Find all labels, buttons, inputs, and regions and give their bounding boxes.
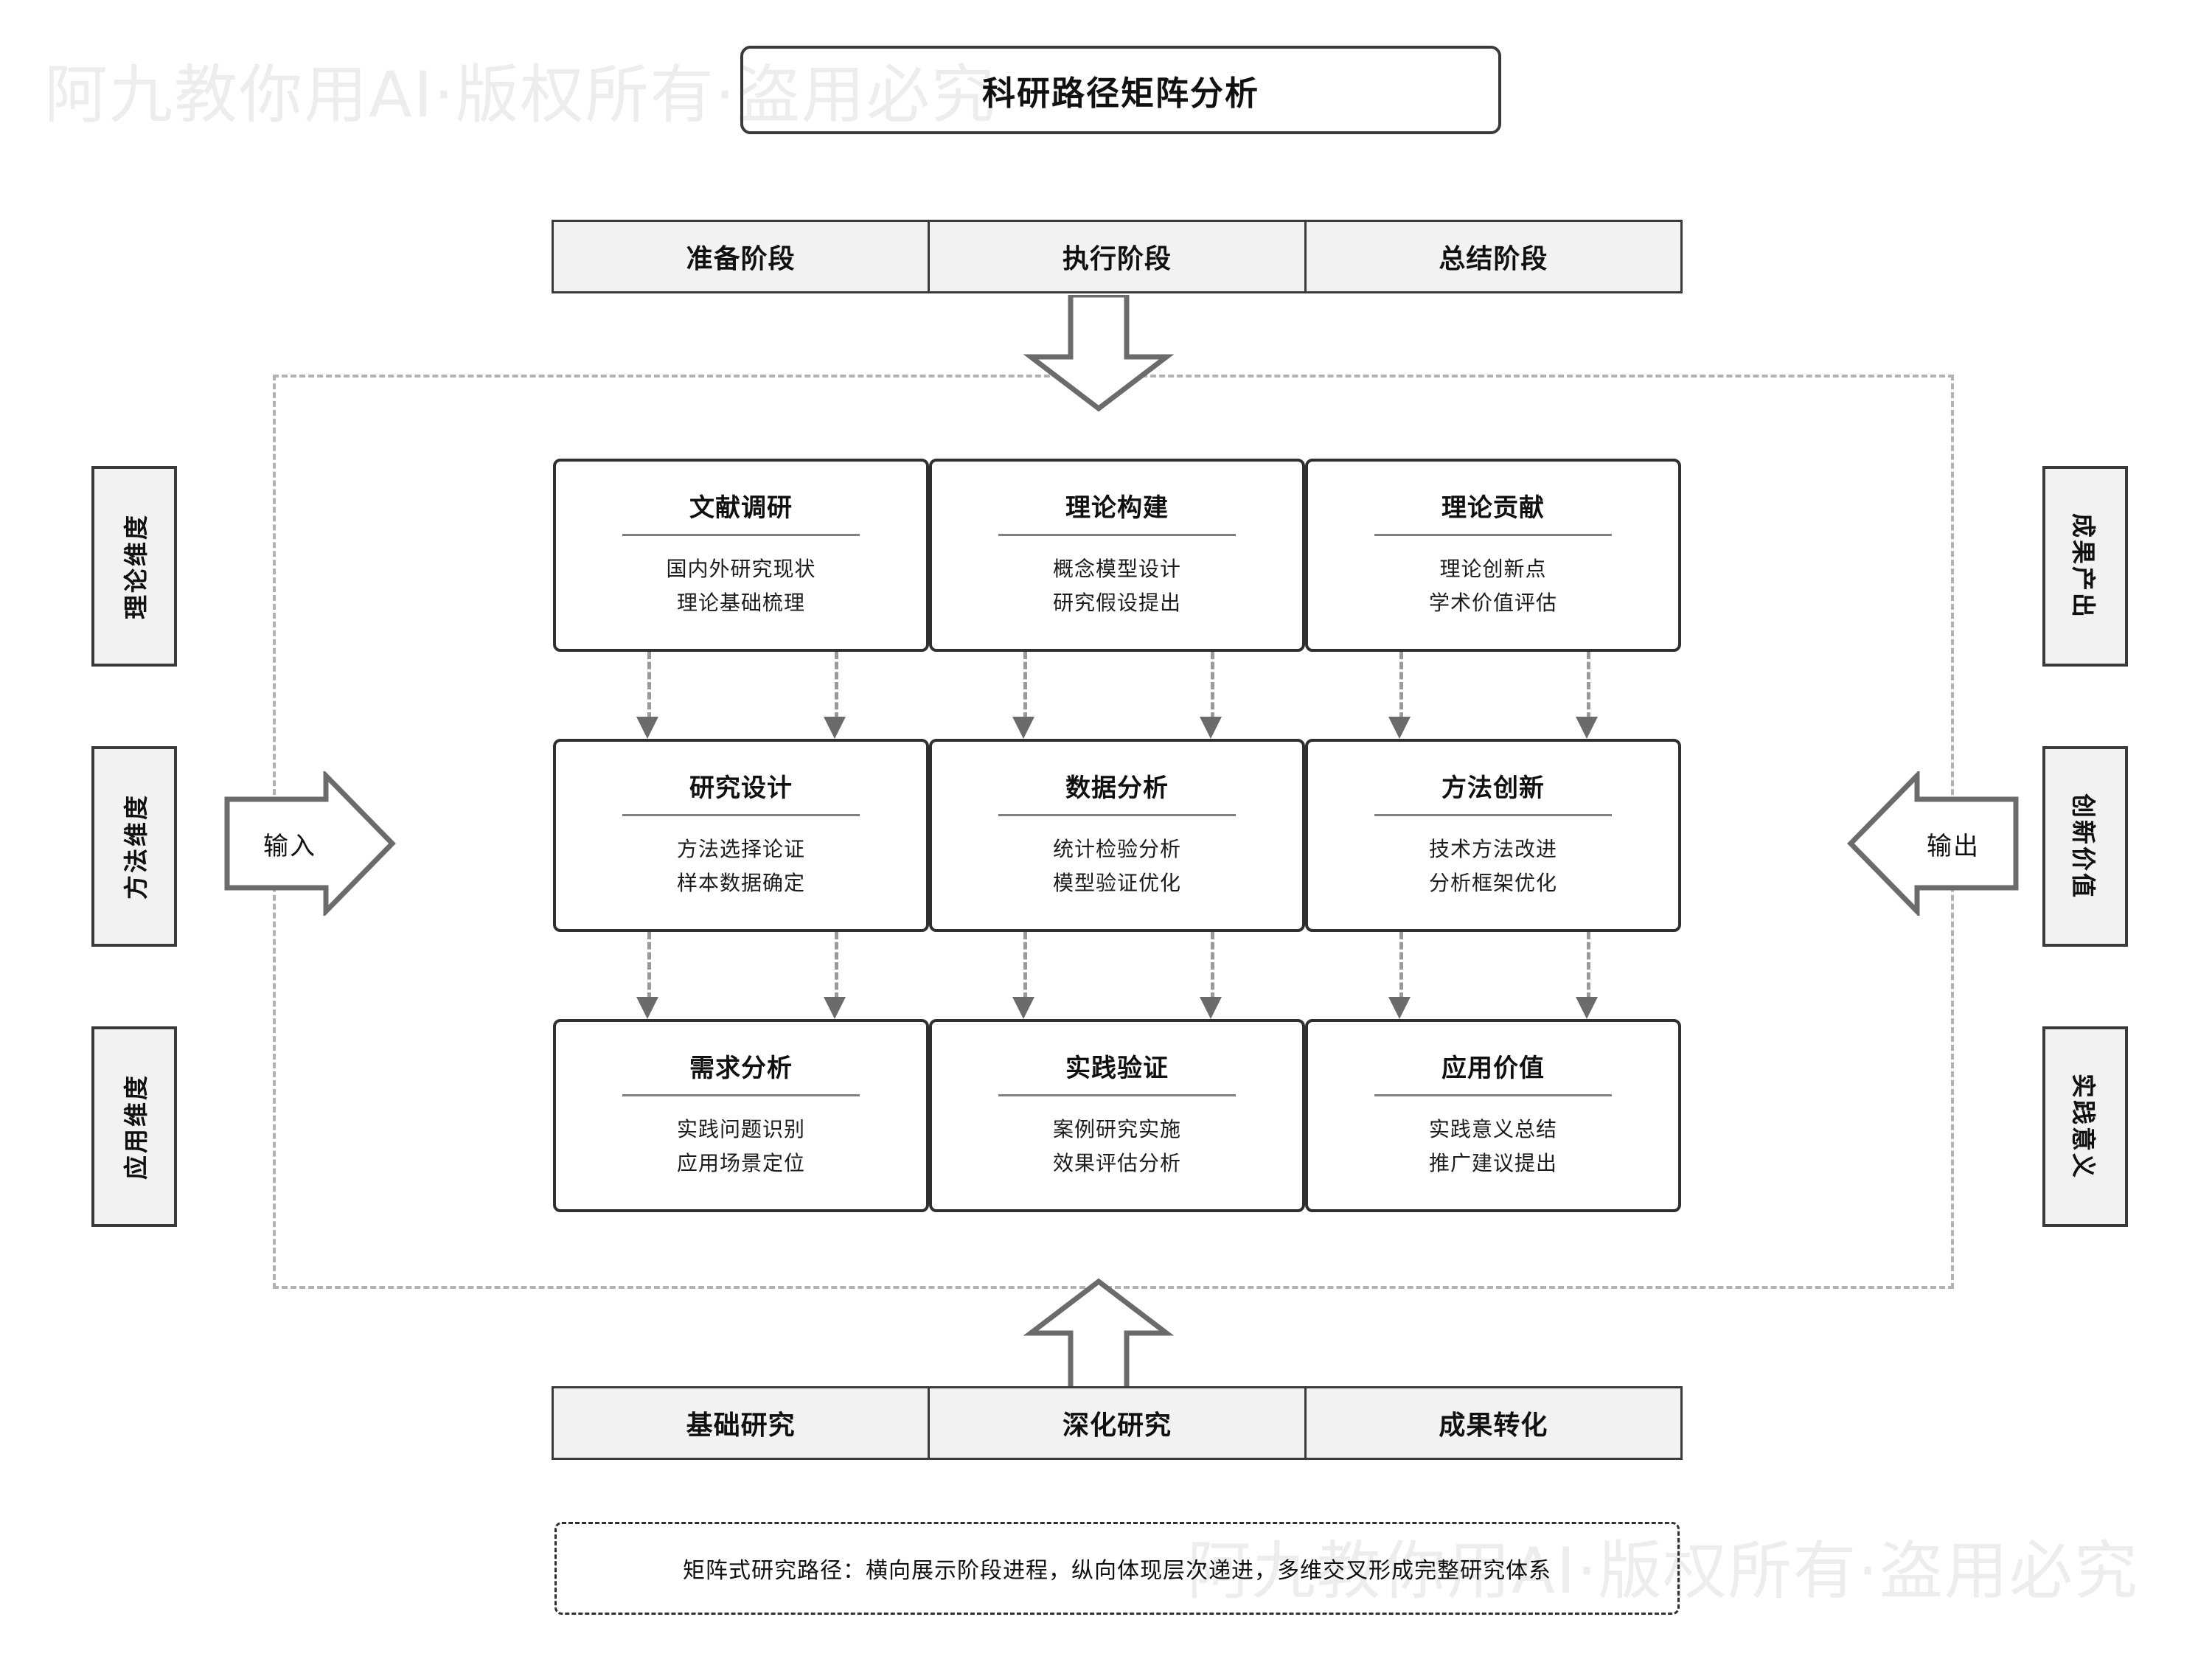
matrix-cell-practice-verification[interactable]: 实践验证 案例研究实施 效果评估分析 <box>929 1019 1305 1212</box>
cell-title: 应用价值 <box>1441 1054 1545 1083</box>
cell-title: 理论贡献 <box>1441 493 1545 523</box>
footer-note-text: 矩阵式研究路径：横向展示阶段进程，纵向体现层次递进，多维交叉形成完整研究体系 <box>683 1558 1551 1584</box>
cell-line: 模型验证优化 <box>1052 871 1181 895</box>
outcome-label-output-text: 成果产出 <box>2069 513 2098 619</box>
cell-divider <box>998 534 1236 536</box>
cell-line: 研究假设提出 <box>1052 591 1181 615</box>
matrix-cell-research-design[interactable]: 研究设计 方法选择论证 样本数据确定 <box>553 739 929 932</box>
cell-divider <box>622 814 860 816</box>
cell-line: 技术方法改进 <box>1428 837 1557 861</box>
cell-line: 概念模型设计 <box>1052 557 1181 581</box>
cell-line: 理论创新点 <box>1439 557 1547 581</box>
cell-title: 数据分析 <box>1065 773 1169 803</box>
input-arrow: 输入 <box>223 771 397 916</box>
cell-line: 学术价值评估 <box>1428 591 1557 615</box>
output-arrow: 输出 <box>1846 771 2020 916</box>
cell-line: 方法选择论证 <box>676 837 805 861</box>
cell-title: 方法创新 <box>1441 773 1545 803</box>
row-connectors-method-to-application <box>553 932 1681 1019</box>
cell-line: 统计检验分析 <box>1052 837 1181 861</box>
matrix-cell-application-value[interactable]: 应用价值 实践意义总结 推广建议提出 <box>1305 1019 1681 1212</box>
output-arrow-label: 输出 <box>1927 831 1980 861</box>
cell-line: 效果评估分析 <box>1052 1151 1181 1175</box>
outcome-label-innovation-text: 创新价值 <box>2069 793 2098 900</box>
matrix-row-theory: 文献调研 国内外研究现状 理论基础梳理 理论构建 概念模型设计 研究假设提出 理… <box>553 459 1681 652</box>
stage-cell-basic-research[interactable]: 基础研究 <box>554 1388 931 1458</box>
matrix-cell-literature-review[interactable]: 文献调研 国内外研究现状 理论基础梳理 <box>553 459 929 652</box>
cell-title: 研究设计 <box>689 773 793 803</box>
cell-divider <box>622 1094 860 1096</box>
cell-line: 样本数据确定 <box>676 871 805 895</box>
cell-title: 文献调研 <box>689 493 793 523</box>
cell-divider <box>998 1094 1236 1096</box>
cell-title: 需求分析 <box>689 1054 793 1083</box>
matrix-row-method: 研究设计 方法选择论证 样本数据确定 数据分析 统计检验分析 模型验证优化 方法… <box>553 739 1681 932</box>
phase-bar-top: 准备阶段 执行阶段 总结阶段 <box>552 220 1683 293</box>
outcome-label-innovation: 创新价值 <box>2042 746 2128 947</box>
diagram-title-box: 科研路径矩阵分析 <box>740 46 1501 134</box>
cell-line: 理论基础梳理 <box>676 591 805 615</box>
down-arrow-icon <box>1022 295 1175 413</box>
matrix-grid: 文献调研 国内外研究现状 理论基础梳理 理论构建 概念模型设计 研究假设提出 理… <box>553 459 1681 1212</box>
dimension-label-application-text: 应用维度 <box>122 1074 150 1180</box>
dimension-label-method-text: 方法维度 <box>122 793 150 900</box>
up-arrow-icon <box>1022 1277 1175 1395</box>
phase-cell-prepare[interactable]: 准备阶段 <box>554 222 931 291</box>
cell-line: 国内外研究现状 <box>666 557 816 581</box>
outcome-label-practice-text: 实践意义 <box>2069 1074 2098 1180</box>
dimension-label-theory-text: 理论维度 <box>122 513 150 619</box>
cell-line: 应用场景定位 <box>676 1151 805 1175</box>
footer-note-box: 矩阵式研究路径：横向展示阶段进程，纵向体现层次递进，多维交叉形成完整研究体系 <box>554 1522 1680 1615</box>
outcome-label-practice: 实践意义 <box>2042 1026 2128 1227</box>
row-connectors-theory-to-method <box>553 652 1681 739</box>
cell-line: 案例研究实施 <box>1052 1117 1181 1141</box>
cell-divider <box>622 534 860 536</box>
cell-line: 实践意义总结 <box>1428 1117 1557 1141</box>
cell-line: 实践问题识别 <box>676 1117 805 1141</box>
cell-divider <box>1374 814 1612 816</box>
matrix-cell-data-analysis[interactable]: 数据分析 统计检验分析 模型验证优化 <box>929 739 1305 932</box>
dimension-label-method: 方法维度 <box>91 746 177 947</box>
stage-bar-bottom: 基础研究 深化研究 成果转化 <box>552 1386 1683 1460</box>
matrix-cell-requirement-analysis[interactable]: 需求分析 实践问题识别 应用场景定位 <box>553 1019 929 1212</box>
cell-title: 理论构建 <box>1065 493 1169 523</box>
cell-line: 分析框架优化 <box>1428 871 1557 895</box>
phase-cell-execute[interactable]: 执行阶段 <box>930 222 1307 291</box>
matrix-cell-theory-construction[interactable]: 理论构建 概念模型设计 研究假设提出 <box>929 459 1305 652</box>
input-arrow-label: 输入 <box>263 831 316 861</box>
dimension-label-theory: 理论维度 <box>91 466 177 667</box>
stage-cell-result-transform[interactable]: 成果转化 <box>1439 1411 1548 1441</box>
matrix-cell-theory-contribution[interactable]: 理论贡献 理论创新点 学术价值评估 <box>1305 459 1681 652</box>
cell-line: 推广建议提出 <box>1428 1151 1557 1175</box>
matrix-cell-method-innovation[interactable]: 方法创新 技术方法改进 分析框架优化 <box>1305 739 1681 932</box>
cell-divider <box>1374 1094 1612 1096</box>
cell-divider <box>1374 534 1612 536</box>
cell-divider <box>998 814 1236 816</box>
dimension-label-application: 应用维度 <box>91 1026 177 1227</box>
diagram-title: 科研路径矩阵分析 <box>981 73 1259 113</box>
outcome-label-output: 成果产出 <box>2042 466 2128 667</box>
cell-title: 实践验证 <box>1065 1054 1169 1083</box>
matrix-row-application: 需求分析 实践问题识别 应用场景定位 实践验证 案例研究实施 效果评估分析 应用… <box>553 1019 1681 1212</box>
stage-cell-deep-research[interactable]: 深化研究 <box>930 1388 1307 1458</box>
phase-cell-summary[interactable]: 总结阶段 <box>1439 244 1548 274</box>
